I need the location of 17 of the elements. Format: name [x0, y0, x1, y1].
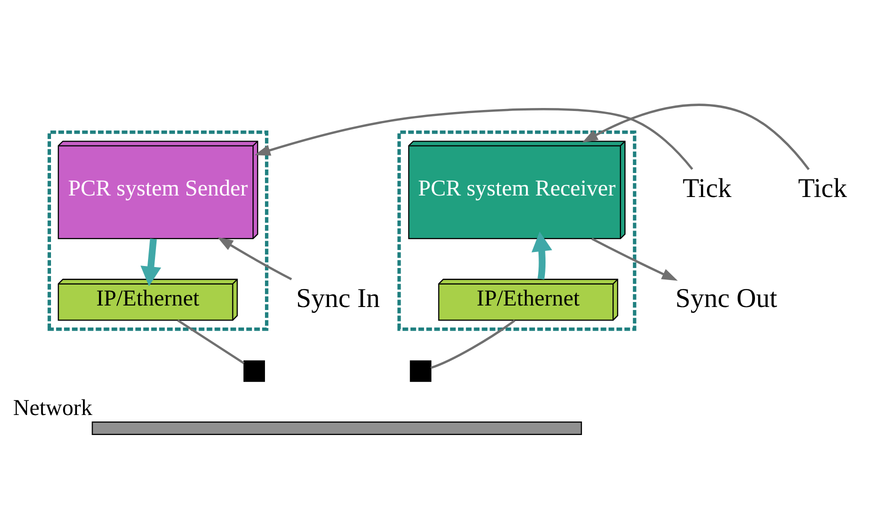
arrow [217, 237, 292, 280]
arrow [582, 104, 810, 170]
node-label: Network [13, 395, 92, 420]
node-box [410, 360, 432, 382]
connector [177, 319, 244, 364]
node-box [92, 421, 582, 436]
arrow [140, 238, 162, 286]
arrow [591, 238, 678, 281]
node-text: Tick [682, 172, 732, 203]
node-text: Tick [798, 172, 847, 203]
arrow [532, 232, 552, 280]
node-text: Sync Out [675, 282, 778, 313]
node-box [243, 360, 265, 382]
connector [430, 320, 516, 369]
cluster [48, 130, 268, 331]
node-text: Sync In [296, 282, 380, 313]
arrow [254, 108, 694, 170]
